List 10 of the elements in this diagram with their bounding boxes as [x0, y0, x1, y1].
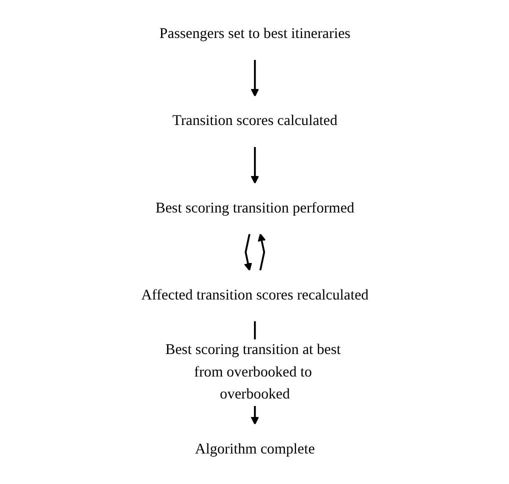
node-text: Algorithm complete	[194, 441, 314, 457]
edge-label: Best scoring transition at best from overbooked to overbooked	[164, 342, 340, 402]
arrow	[257, 233, 266, 271]
node-text: Passengers set to best itineraries	[158, 26, 350, 42]
arrow	[250, 146, 259, 184]
node-text: Transition scores calculated	[172, 113, 337, 129]
node-text: Best scoring transition performed	[155, 200, 354, 216]
arrow	[250, 59, 259, 97]
node-text: Affected transition scores recalculated	[140, 287, 368, 304]
arrow	[244, 233, 252, 272]
